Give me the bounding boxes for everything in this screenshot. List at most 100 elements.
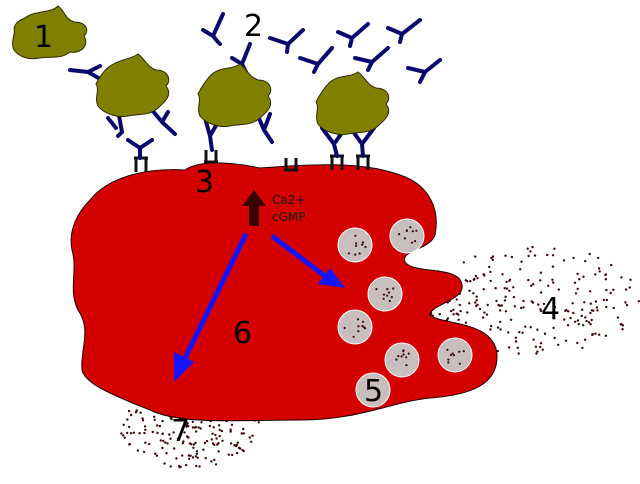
mediator-dot: [587, 321, 591, 324]
mediator-dot: [521, 331, 524, 334]
mediator-dot: [464, 321, 468, 324]
antibody-y-icon: [353, 46, 390, 72]
mediator-dot: [517, 352, 520, 355]
mediator-dot: [196, 456, 199, 459]
mediator-dot: [483, 311, 486, 314]
mediator-dot: [598, 270, 601, 273]
mediator-dot: [357, 325, 360, 328]
mediator-dot: [522, 299, 525, 303]
mediator-dot: [229, 430, 232, 433]
antibody-y-icon: [150, 108, 177, 136]
mediator-dot: [583, 301, 586, 304]
mediator-dot: [489, 270, 492, 274]
mediator-dot: [637, 300, 640, 303]
mediator-dot: [459, 309, 462, 313]
mediator-dot: [605, 288, 608, 292]
arrows: [174, 232, 345, 382]
free-antibodies: [201, 12, 442, 84]
antibody-y-icon: [406, 58, 442, 84]
mediator-dot: [491, 258, 494, 262]
mediator-dot: [551, 265, 555, 268]
mediator-dot: [242, 449, 245, 453]
mediator-dot: [505, 280, 508, 284]
mediator-dot: [123, 436, 126, 439]
mediator-dot: [122, 434, 125, 437]
label-7: 7: [171, 414, 190, 449]
mediator-dot: [144, 428, 147, 431]
mediator-dot: [503, 287, 506, 290]
mediator-dot: [169, 437, 172, 440]
allergen-blob-icon: [197, 63, 272, 127]
mediator-dot: [527, 254, 530, 258]
mediator-dot: [141, 417, 144, 420]
mediator-dot: [557, 288, 560, 291]
antibody-y-icon: [386, 18, 422, 44]
mediator-dot: [240, 432, 243, 435]
mediator-dot: [452, 308, 455, 311]
mediator-dot: [576, 287, 579, 291]
mediator-dot: [526, 247, 529, 250]
mediator-dot: [612, 288, 615, 291]
mediator-dot: [357, 330, 360, 333]
mediator-dot: [173, 447, 176, 450]
mediator-dot: [390, 296, 393, 299]
allergens: [12, 5, 390, 135]
mediator-dot: [355, 242, 358, 245]
mediator-dot: [203, 441, 207, 445]
mediator-dot: [573, 281, 577, 284]
allergen-blob-icon: [95, 53, 170, 117]
mediator-dot: [242, 432, 245, 435]
mediator-dot: [581, 346, 584, 350]
mediator-dot: [143, 431, 146, 435]
mediator-dot: [584, 316, 587, 319]
mediator-dot: [536, 350, 539, 353]
mediator-dot: [154, 452, 157, 455]
mediator-dot: [447, 361, 450, 364]
mediator-dot: [604, 273, 608, 276]
mediator-dot: [213, 458, 216, 462]
mediator-dot: [553, 306, 557, 309]
mediator-dot: [535, 352, 538, 355]
mediator-dot: [129, 432, 133, 435]
mediator-dot: [475, 299, 478, 302]
mediator-dot: [491, 255, 495, 258]
mediator-dot: [165, 452, 168, 455]
mediator-dot: [571, 302, 574, 305]
mediator-dot: [458, 362, 461, 365]
mediator-dot: [495, 299, 498, 303]
mediator-dot: [567, 310, 570, 313]
mediator-dot: [185, 425, 188, 428]
mediator-dot: [194, 430, 198, 433]
mediator-dot: [398, 233, 401, 236]
mediator-dot: [229, 428, 232, 431]
mediator-dot: [195, 452, 199, 455]
mediator-dot: [405, 356, 408, 359]
mediator-dot: [572, 311, 575, 315]
mediator-dot: [355, 244, 358, 247]
mediator-dot: [589, 302, 592, 305]
mediator-dot: [499, 328, 502, 331]
mediator-dot: [536, 328, 539, 331]
mediator-dot: [411, 241, 414, 244]
mediator-dot: [576, 319, 580, 322]
mediator-dot: [553, 336, 556, 340]
mediator-dot: [127, 409, 131, 413]
label-5: 5: [364, 374, 383, 409]
mediator-dot: [218, 434, 221, 438]
mediator-dot: [604, 334, 608, 337]
mediator-dot: [191, 456, 195, 459]
mediator-dot: [198, 465, 201, 468]
mediator-dot: [452, 354, 455, 357]
mediator-dot: [504, 254, 507, 257]
mediator-dot: [564, 339, 568, 342]
mediator-dot: [595, 306, 599, 309]
mediator-dot: [551, 254, 555, 257]
mediator-dot: [498, 304, 502, 307]
mediator-dot: [541, 348, 544, 351]
mediator-dot: [605, 298, 608, 302]
mediator-dot: [221, 439, 224, 442]
granule-icon: [367, 276, 403, 312]
label-2: 2: [244, 9, 263, 44]
mediator-dot: [403, 237, 406, 240]
